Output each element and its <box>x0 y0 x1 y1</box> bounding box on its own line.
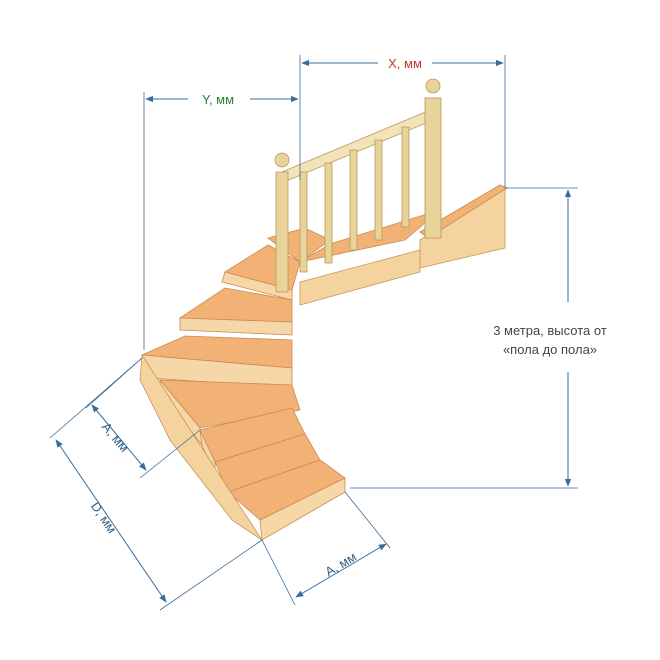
label-y: Y, мм <box>202 92 234 107</box>
a-bottom-extension-right <box>344 491 391 549</box>
winder-riser-3 <box>179 317 293 336</box>
lower-stringer <box>139 353 263 541</box>
handrail <box>281 107 439 183</box>
upper-flight-string <box>299 249 421 306</box>
baluster <box>401 126 410 228</box>
height-note-line-2: «пола до пола» <box>503 342 597 357</box>
baluster <box>299 171 308 273</box>
height-note-line-1: 3 метра, высота от <box>493 323 607 338</box>
newel-post-lower <box>275 171 289 293</box>
staircase-illustration <box>139 78 508 541</box>
baluster <box>324 162 333 264</box>
a-bottom-dimension-line <box>295 543 387 598</box>
baluster <box>374 139 383 241</box>
dimension-lines <box>49 55 578 611</box>
a-bottom-extension-left <box>261 539 296 606</box>
baluster <box>349 149 358 251</box>
label-a-left: A, мм <box>99 419 132 455</box>
label-a-bottom: A, мм <box>322 549 359 579</box>
newel-cap-lower <box>274 152 290 168</box>
label-d: D, мм <box>88 499 120 536</box>
d-extension-top <box>49 357 143 439</box>
balusters <box>299 126 410 273</box>
newel-post-upper <box>424 97 442 239</box>
newel-cap-upper <box>425 78 441 94</box>
d-dimension-line <box>55 439 167 603</box>
d-extension-bottom <box>159 539 263 611</box>
label-x: X, мм <box>388 56 422 71</box>
